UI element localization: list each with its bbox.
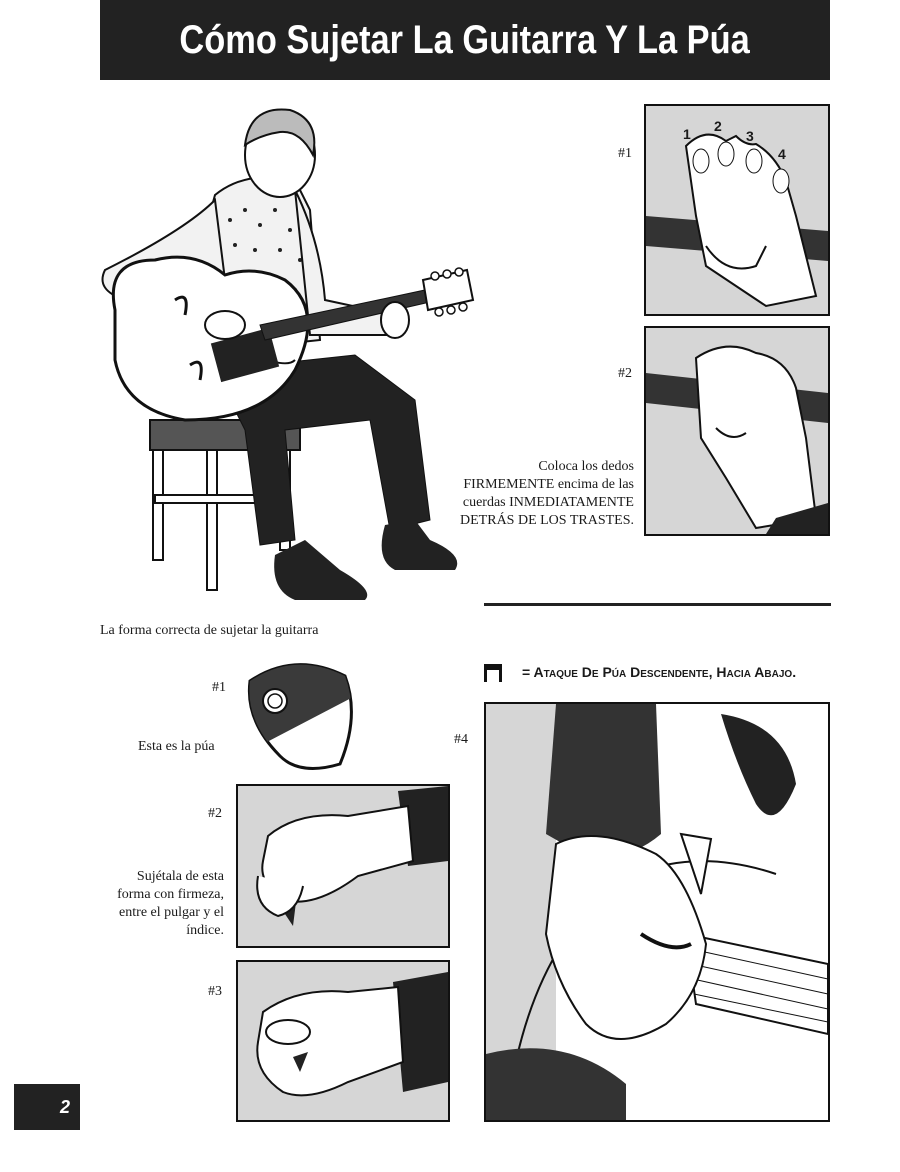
pick-fig3-label: #3 — [208, 984, 222, 999]
pick-fig1-caption: Esta es la púa — [138, 739, 215, 754]
fingers-instruction: Coloca los dedos FIRMEMENTE encima de la… — [434, 458, 634, 530]
pick-illustration — [240, 656, 355, 774]
pick-figure-2 — [236, 784, 450, 948]
fingers-figure-1: 1 2 3 4 — [644, 104, 830, 316]
finger-number-4: 4 — [778, 146, 786, 162]
fingers-instruction-line-3: cuerdas INMEDIATAMENTE — [462, 495, 634, 510]
page-number-text: 2 — [59, 1096, 70, 1117]
fingers-instruction-line-4: DETRÁS DE LOS TRASTES. — [460, 513, 634, 528]
fingers-figure-2 — [644, 326, 830, 536]
pick-fig2-caption-line-4: índice. — [186, 923, 224, 938]
finger-number-3: 3 — [746, 128, 754, 144]
downstroke-symbol-icon — [484, 664, 502, 682]
pick-fig2-caption-line-2: forma con firmeza, — [117, 887, 224, 902]
pick-fig2-label: #2 — [208, 806, 222, 821]
main-illustration-caption: La forma correcta de sujetar la guitarra — [100, 623, 319, 638]
pick-figure-4 — [484, 702, 830, 1122]
page-number: 2 — [14, 1084, 80, 1130]
downstroke-legend: = Ataque De Púa Descendente, Hacia Abajo… — [522, 664, 797, 680]
man-with-guitar-illustration — [95, 100, 475, 610]
page-title-bar: Cómo Sujetar La Guitarra Y La Púa — [100, 0, 830, 80]
pick-fig2-caption: Sujétala de esta forma con firmeza, entr… — [96, 868, 224, 940]
fingers-fig2-label: #2 — [618, 366, 632, 381]
pick-figure-3 — [236, 960, 450, 1122]
fingers-instruction-line-2: FIRMEMENTE encima de las — [463, 477, 634, 492]
fingers-fig1-label: #1 — [618, 146, 632, 161]
pick-fig2-caption-line-1: Sujétala de esta — [136, 869, 224, 884]
finger-number-1: 1 — [683, 126, 691, 142]
pick-fig2-caption-line-3: entre el pulgar y el — [119, 905, 224, 920]
pick-fig1-label: #1 — [212, 680, 226, 695]
pick-fig4-label: #4 — [454, 732, 468, 747]
finger-number-2: 2 — [714, 118, 722, 134]
fingers-instruction-line-1: Coloca los dedos — [538, 459, 634, 474]
section-divider — [484, 603, 831, 606]
page-title: Cómo Sujetar La Guitarra Y La Púa — [179, 17, 751, 62]
